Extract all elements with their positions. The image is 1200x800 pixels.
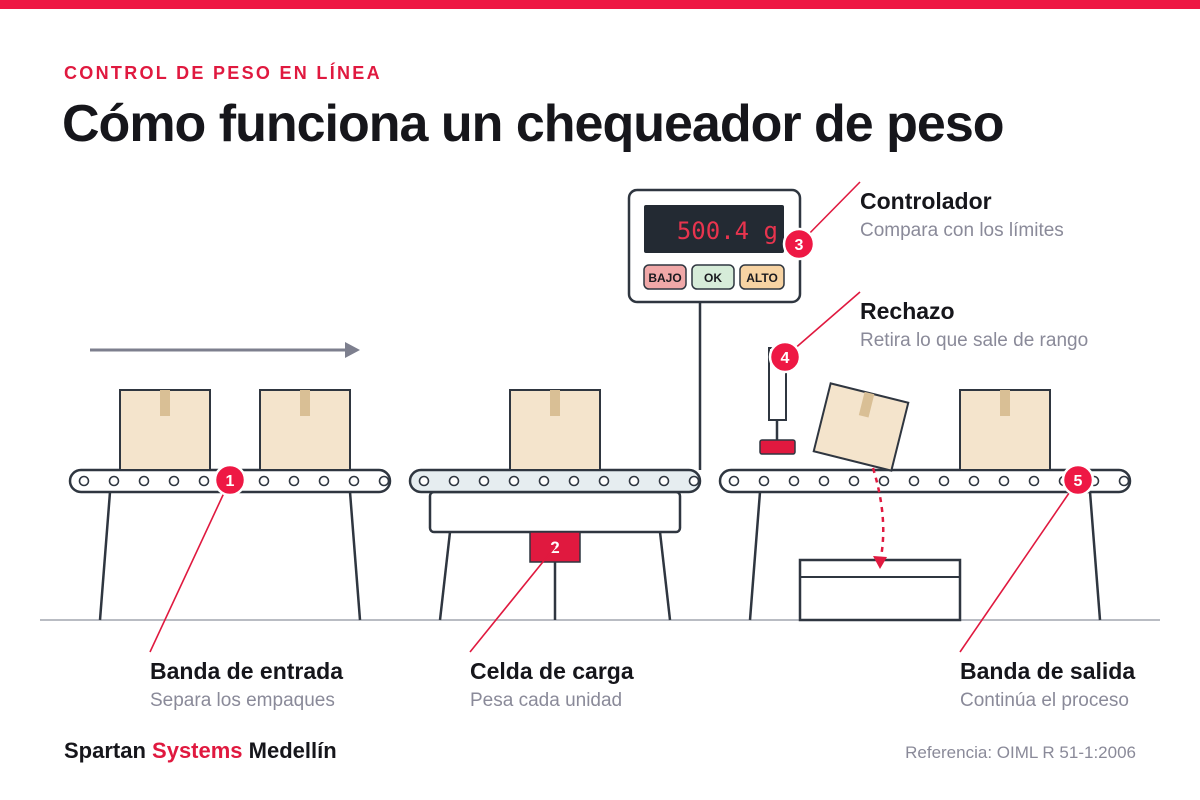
page-title: Cómo funciona un chequeador de peso	[62, 95, 1005, 153]
package-box-weighing	[509, 389, 601, 471]
package-box	[259, 389, 351, 471]
step-5-badge: 5	[1061, 463, 1095, 497]
belt-roller	[418, 475, 430, 487]
belt-roller	[478, 475, 490, 487]
step-5-number: 5	[1074, 473, 1083, 490]
reject-path-arrowhead	[873, 556, 887, 569]
belt-roller	[598, 475, 610, 487]
belt-roller	[938, 475, 950, 487]
step-4-label: Rechazo Retira lo que sale de rango	[860, 298, 1088, 352]
step-5-label: Banda de salida Continúa el proceso	[960, 658, 1135, 712]
belt-roller	[448, 475, 460, 487]
belt-roller	[1118, 475, 1130, 487]
button-alto-label: ALTO	[746, 271, 778, 285]
belt-roller	[288, 475, 300, 487]
weight-display-screen	[644, 205, 784, 253]
step-4-subtitle: Retira lo que sale de rango	[860, 330, 1089, 351]
step-4-badge: 4	[768, 340, 802, 374]
belt-roller	[258, 475, 270, 487]
button-ok-label: OK	[704, 271, 722, 285]
reject-path-arrow	[871, 467, 885, 563]
belt-roller	[318, 475, 330, 487]
belt-roller	[758, 475, 770, 487]
footer-brand: Spartan Systems Medellín	[64, 738, 337, 764]
step-5-subtitle: Continúa el proceso	[960, 690, 1129, 711]
belt-roller	[508, 475, 520, 487]
belt-roller	[968, 475, 980, 487]
belt-roller	[198, 475, 210, 487]
step-1-label: Banda de entrada Separa los empaques	[150, 658, 343, 712]
step-3-badge: 3	[782, 227, 816, 261]
weigh-platform	[428, 490, 682, 534]
step-1-subtitle: Separa los empaques	[150, 690, 335, 711]
belt-roller	[138, 475, 150, 487]
button-bajo[interactable]: BAJO	[643, 264, 687, 290]
brand-name-part2: Medellín	[242, 738, 337, 763]
package-box	[119, 389, 211, 471]
kicker-label: CONTROL DE PESO EN LÍNEA	[64, 63, 382, 83]
button-ok[interactable]: OK	[691, 264, 735, 290]
step-2-subtitle: Pesa cada unidad	[470, 690, 623, 711]
belt-roller	[1028, 475, 1040, 487]
belt-roller	[848, 475, 860, 487]
belt-roller	[628, 475, 640, 487]
belt-roller	[348, 475, 360, 487]
weigh-conveyor-legs	[438, 531, 672, 621]
step-3-number: 3	[795, 237, 804, 254]
belt-roller	[788, 475, 800, 487]
belt-roller	[658, 475, 670, 487]
step-5-title: Banda de salida	[960, 658, 1136, 684]
belt-roller	[78, 475, 90, 487]
belt-roller	[998, 475, 1010, 487]
package-box-rejected	[812, 382, 910, 472]
button-bajo-label: BAJO	[648, 271, 681, 285]
top-accent-bar	[0, 0, 1200, 9]
step-2-title: Celda de carga	[470, 658, 634, 684]
weigh-rollers	[418, 475, 700, 487]
belt-roller	[568, 475, 580, 487]
belt-roller	[538, 475, 550, 487]
step-3-title: Controlador	[860, 188, 992, 214]
step-4-number: 4	[781, 350, 790, 367]
step-2-label: Celda de carga Pesa cada unidad	[470, 658, 634, 712]
infeed-conveyor-legs	[98, 491, 362, 621]
step-4-title: Rechazo	[860, 298, 955, 324]
belt-roller	[728, 475, 740, 487]
belt-roller	[108, 475, 120, 487]
belt-roller	[378, 475, 390, 487]
step-3-label: Controlador Compara con los límites	[860, 188, 1064, 242]
step-1-number: 1	[226, 473, 235, 490]
belt-roller	[688, 475, 700, 487]
step-1-badge: 1	[213, 463, 247, 497]
brand-name-accent: Systems	[152, 738, 243, 763]
belt-roller	[908, 475, 920, 487]
belt-roller	[818, 475, 830, 487]
brand-name-part1: Spartan	[64, 738, 153, 763]
step-1-title: Banda de entrada	[150, 658, 343, 684]
belt-roller	[878, 475, 890, 487]
outfeed-conveyor-belt	[718, 468, 1132, 494]
step-3-subtitle: Compara con los límites	[860, 220, 1064, 241]
package-box	[959, 389, 1051, 471]
outfeed-conveyor-legs	[748, 491, 1102, 621]
belt-roller	[168, 475, 180, 487]
button-alto[interactable]: ALTO	[739, 264, 785, 290]
weight-display-reading: 500.4 g	[677, 217, 778, 245]
flow-direction-arrow	[90, 342, 360, 358]
footer-reference: Referencia: OIML R 51-1:2006	[905, 743, 1136, 762]
